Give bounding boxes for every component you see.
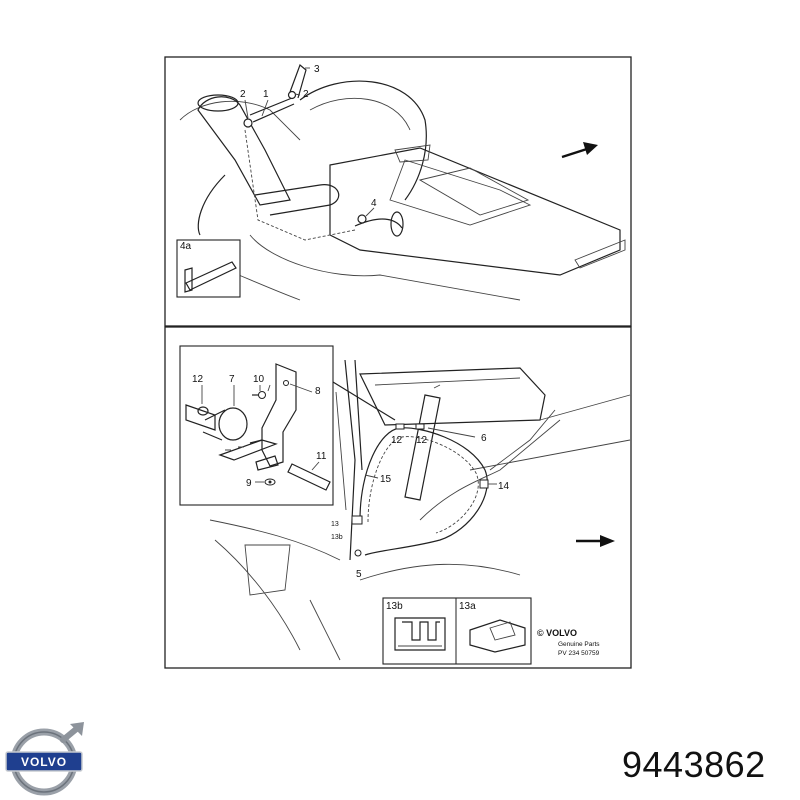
callout-5: 5 (356, 569, 362, 580)
detail-inset-bracket: 12 7 10 8 11 9 (179, 345, 334, 506)
part-number: 9443862 (622, 744, 766, 785)
credit-code: PV 234 50759 (558, 650, 600, 657)
callout-12-inset: 12 (192, 374, 204, 385)
credit-genuine-parts: Genuine Parts (558, 641, 600, 648)
callout-2-right: 2 (303, 89, 309, 100)
callout-13b: 13b (331, 534, 343, 541)
volvo-logo-text: VOLVO (21, 755, 67, 769)
callout-9: 9 (246, 478, 252, 489)
callout-6: 6 (481, 433, 487, 444)
callout-14: 14 (498, 481, 510, 492)
callout-11-inset: 11 (316, 451, 327, 462)
volvo-logo-icon: VOLVO (5, 722, 84, 796)
callout-4a: 4a (180, 241, 192, 252)
callout-1: 1 (263, 89, 269, 100)
callout-8: 8 (315, 386, 321, 397)
clip-label-13b: 13b (386, 601, 403, 612)
direction-arrow-icon (576, 535, 615, 547)
callout-3: 3 (314, 64, 320, 75)
callout-2-left: 2 (240, 89, 246, 100)
clip-label-13a: 13a (459, 601, 476, 612)
direction-arrow-icon (561, 142, 598, 159)
credit-brand: © VOLVO (537, 628, 577, 638)
callout-7: 7 (229, 374, 235, 385)
callout-15: 15 (380, 474, 392, 485)
callout-10: 10 (253, 374, 265, 385)
upper-panel: 2 1 2 3 4 4a (164, 56, 632, 327)
callout-12-main: 12 (391, 435, 403, 446)
credit-block: © VOLVO Genuine Parts PV 234 50759 (537, 628, 600, 657)
callout-13: 13 (331, 521, 339, 528)
clip-details: 13b 13a (382, 597, 532, 665)
lower-panel: 12 12 6 15 14 13 13b 5 (164, 326, 632, 669)
callout-11-main: 12 (416, 435, 428, 446)
callout-4: 4 (371, 198, 377, 209)
